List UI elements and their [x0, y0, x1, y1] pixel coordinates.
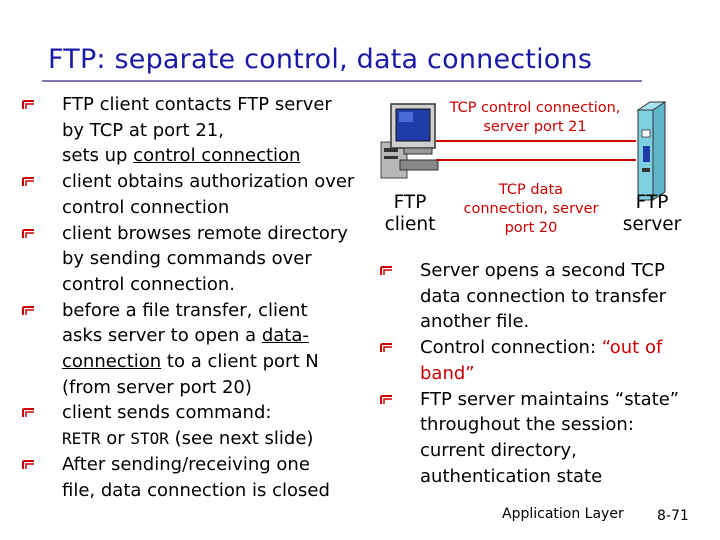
list-item: client browses remote directory by sendi… [22, 221, 382, 298]
item-line: After sending/receiving one [62, 453, 310, 475]
list-item: Control connection: “out of band” [380, 335, 690, 386]
list-item: client sends command: RETR or STOR (see … [22, 400, 382, 451]
client-label: FTP client [384, 192, 436, 235]
list-item: before a file transfer, client asks serv… [22, 298, 382, 401]
bullet-icon [22, 408, 34, 418]
item-text: FTP server maintains “state” throughout … [420, 388, 680, 487]
item-line: FTP client contacts FTP server [62, 94, 332, 115]
client-computer-icon [380, 103, 439, 179]
list-item: client obtains authorization over contro… [22, 169, 382, 220]
list-item: FTP server maintains “state” throughout … [380, 387, 690, 490]
list-item: After sending/receiving one file, data c… [22, 452, 382, 503]
code-term: STOR [130, 429, 169, 449]
underlined-term: connection [62, 351, 162, 373]
bullet-icon [22, 228, 34, 238]
bullet-icon [380, 266, 392, 275]
item-line: sets up [62, 145, 134, 167]
bullet-icon [380, 394, 392, 404]
bullet-icon [22, 459, 34, 469]
highlight-text: “out of band” [420, 337, 663, 384]
right-bullet-list: Server opens a second TCP data connectio… [380, 258, 690, 489]
footer-title: Application Layer [502, 506, 624, 522]
item-line: (see next slide) [168, 428, 314, 450]
item-line: control connection. [62, 273, 236, 295]
underlined-term: control connection [133, 145, 301, 167]
item-text: Server opens a second TCP data connectio… [420, 260, 667, 333]
item-line: to a client port N [161, 351, 319, 373]
item-line: file, data connection is closed [62, 479, 330, 501]
bullet-icon [380, 343, 392, 353]
bullet-icon [22, 177, 34, 187]
item-line: client sends command: [62, 402, 272, 424]
left-bullet-list: FTP client contacts FTP server by TCP at… [22, 92, 382, 503]
item-line: (from server port 20) [62, 376, 252, 398]
slide-title: FTP: separate control, data connections [48, 44, 593, 75]
data-connection-label: TCP data connection, server port 20 [463, 182, 599, 236]
item-line: or [100, 428, 131, 450]
list-item: FTP client contacts FTP server by TCP at… [22, 92, 382, 169]
title-underline [42, 80, 642, 82]
item-line: client browses remote directory [62, 222, 348, 244]
list-item: Server opens a second TCP data connectio… [380, 258, 690, 335]
item-line: by sending commands over [62, 248, 312, 270]
item-line: control connection [62, 196, 230, 218]
bullet-icon [22, 305, 34, 315]
item-line: asks server to open a [62, 325, 262, 347]
item-line: client obtains authorization over [62, 171, 355, 193]
server-label: FTP server [622, 192, 682, 235]
item-line: by TCP at port 21, [62, 119, 224, 141]
item-line: before a file transfer, client [62, 299, 308, 321]
code-term: RETR [62, 429, 101, 449]
underlined-term: data- [261, 325, 309, 347]
server-tower-icon [636, 101, 667, 201]
bullet-icon [22, 100, 34, 109]
control-connection-label: TCP control connection, server port 21 [449, 100, 621, 135]
slide-number: 8-71 [657, 508, 689, 524]
item-text: Control connection: [420, 337, 602, 359]
